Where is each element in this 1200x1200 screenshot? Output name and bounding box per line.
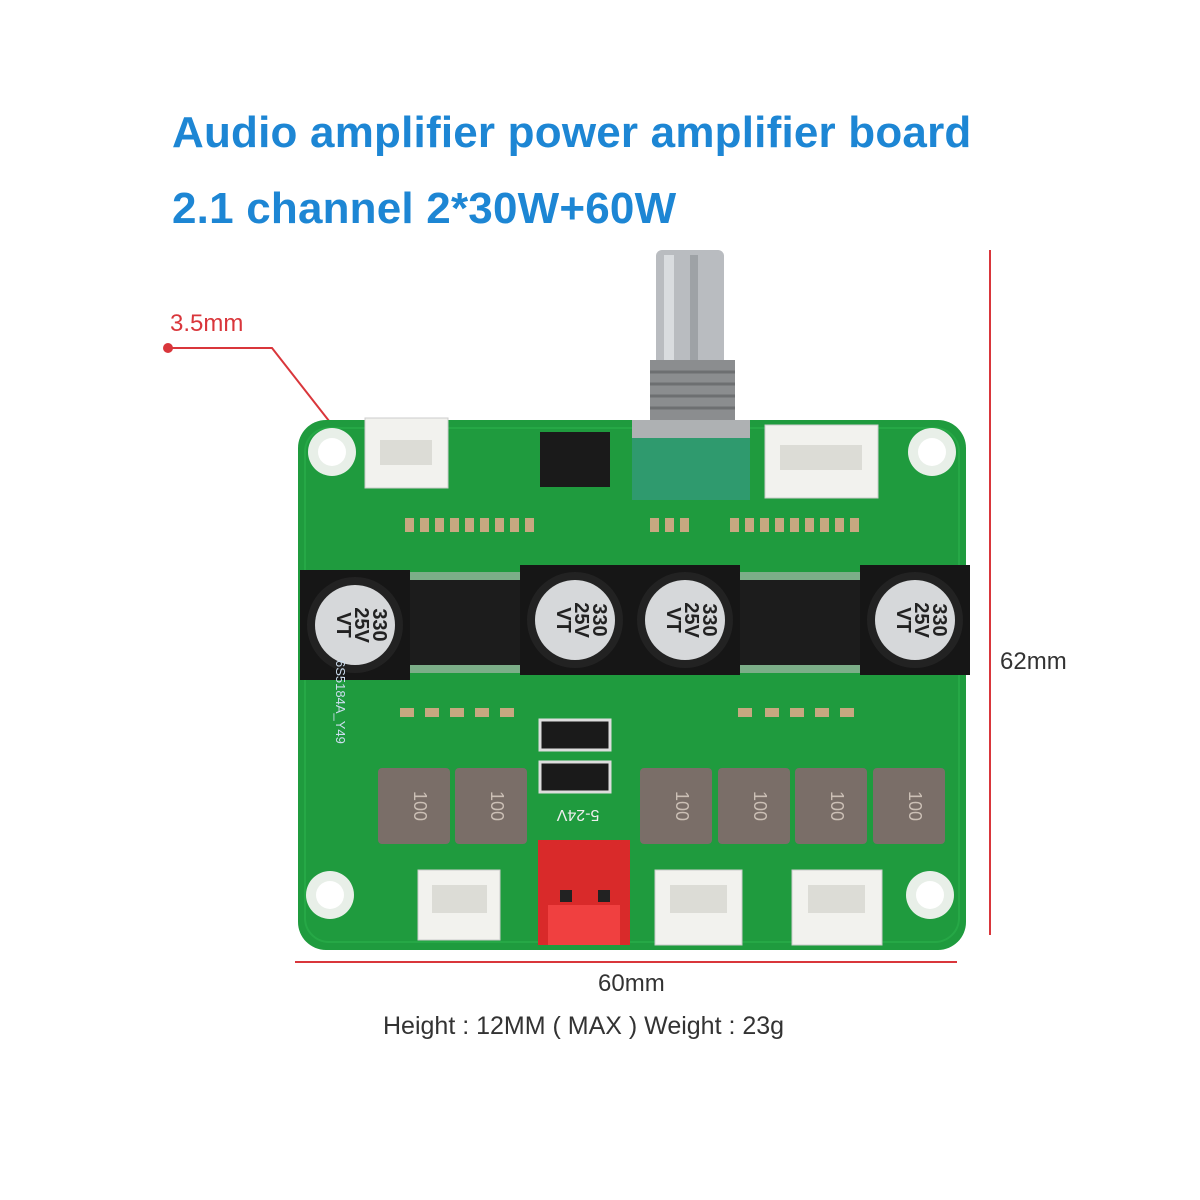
inductor-label: 100 [672, 791, 692, 821]
dimension-lines [168, 250, 991, 963]
subwoofer-output-connector [791, 869, 883, 946]
audio-input-connector [364, 417, 449, 489]
inductor: 100 [455, 768, 527, 844]
inductor-label: 100 [487, 791, 507, 821]
hole-marker-dot [163, 343, 173, 353]
inductor-label: 100 [905, 791, 925, 821]
subwoofer-input-connector [764, 424, 879, 499]
capacitor-label: 330 [928, 603, 950, 636]
diode [538, 760, 612, 794]
inductor: 100 [873, 768, 945, 844]
diode [538, 718, 612, 752]
inductor-label: 100 [410, 791, 430, 821]
capacitor-label: VT [552, 607, 574, 633]
capacitor-label: 25V [910, 602, 932, 638]
capacitor-label: 25V [680, 602, 702, 638]
capacitor-label: 330 [588, 603, 610, 636]
inductor: 100 [718, 768, 790, 844]
capacitor-label: VT [662, 607, 684, 633]
height-weight-spec: Height : 12MM ( MAX ) Weight : 23g [383, 1012, 785, 1040]
title-line-2: 2.1 channel 2*30W+60W [172, 184, 677, 233]
inductor-label: 100 [827, 791, 847, 821]
inductor: 100 [795, 768, 867, 844]
smd-components [400, 518, 859, 717]
inductor: 100 [640, 768, 712, 844]
mounting-hole-dimension: 3.5mm [170, 310, 244, 337]
amplifier-chip-right [740, 572, 860, 673]
inductor: 100 [378, 768, 450, 844]
capacitor-label: 330 [368, 608, 390, 641]
mounting-holes [306, 428, 956, 919]
opamp-chip [540, 432, 610, 487]
speaker-output-connector [654, 869, 743, 946]
amplifier-chip-left [400, 572, 525, 673]
height-dimension: 62mm [1000, 648, 1067, 675]
capacitor-label: VT [892, 607, 914, 633]
width-dimension: 60mm [598, 970, 665, 997]
title-line-1: Audio amplifier power amplifier board [172, 108, 972, 157]
capacitor-label: VT [332, 612, 354, 638]
speaker-output-connector [417, 869, 501, 941]
power-voltage-label: 5-24V [556, 806, 599, 823]
power-terminal [538, 840, 630, 945]
capacitor-label: 330 [698, 603, 720, 636]
capacitor-label: 25V [350, 607, 372, 643]
volume-potentiometer[interactable] [632, 250, 750, 500]
board-model-silkscreen: 6S5184A_Y49 [333, 660, 348, 744]
capacitor-label: 25V [570, 602, 592, 638]
inductor-label: 100 [750, 791, 770, 821]
